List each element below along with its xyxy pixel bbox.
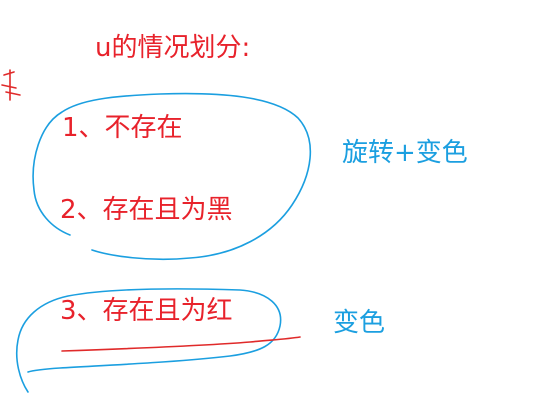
action-recolor: 变色 [333, 308, 386, 338]
case-2-exists-black: 2、存在且为黑 [60, 195, 233, 225]
case-3-exists-red: 3、存在且为红 [60, 296, 233, 326]
case-split-title: u的情况划分: [95, 33, 251, 63]
red-scribble-mark [1, 69, 21, 101]
red-underline-case-3 [61, 336, 301, 352]
case-1-not-exist: 1、不存在 [62, 113, 183, 143]
action-rotate-and-recolor: 旋转+变色 [342, 138, 468, 168]
